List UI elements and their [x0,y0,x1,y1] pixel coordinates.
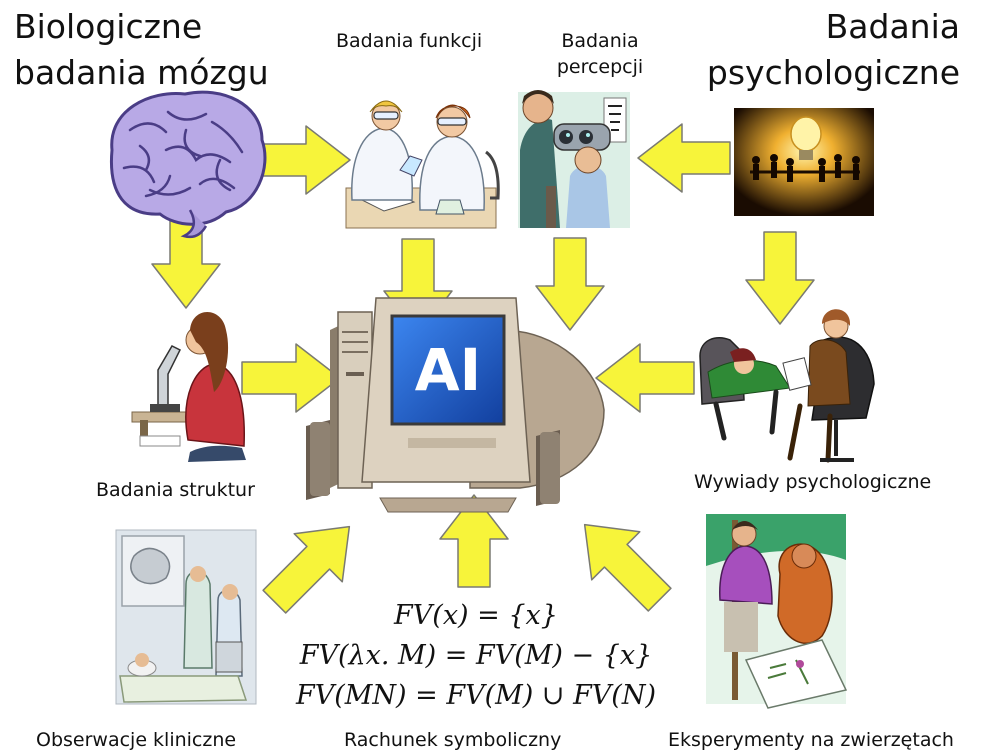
heading-psychological: Badania psychologiczne [707,4,960,96]
arrow-perception-to-ai [535,237,605,331]
caption-structures: Badania struktur [96,479,255,501]
heading-psychological-line2: psychologiczne [706,53,960,92]
arrow-brain-to-structures [151,215,221,309]
heading-biological: Biologiczne badania mózgu [14,4,269,96]
arrow-symbolic-to-ai [439,494,509,588]
formula-block: FV(x) = {x} FV(λx. M) = FV(M) − {x} FV(M… [266,596,686,716]
caption-interviews: Wywiady psychologiczne [694,471,932,493]
formula-line-2: FV(λx. M) = FV(M) − {x} [299,640,653,671]
lightbulb-illustration [734,108,874,216]
heading-biological-line2: badania mózgu [14,53,269,92]
arrow-clinical-to-ai [262,525,351,614]
arrow-brain-to-function [257,125,351,195]
caption-symbolic: Rachunek symboliczny [344,729,562,751]
microscope-illustration [131,312,246,462]
ai-screen-label: AI [414,336,482,404]
label-perception-line1: Badania [561,30,639,52]
caption-animals: Eksperymenty na zwierzętach [668,729,954,751]
formula-line-3: FV(MN) = FV(M) ∪ FV(N) [295,680,657,711]
scientists-illustration [345,100,500,229]
computer-illustration [306,297,605,513]
brain-illustration [109,90,267,239]
heading-psychological-line1: Badania [825,7,960,46]
interview-illustration [699,309,875,463]
formula-line-1: FV(x) = {x} [394,600,558,631]
label-function-research: Badania funkcji [336,30,483,52]
clinical-illustration [115,529,257,705]
arrow-animals-to-ai [583,523,672,612]
label-perception-research: Badania percepcji [540,28,660,80]
animal-experiment-illustration [706,514,848,709]
label-perception-line2: percepcji [556,56,644,78]
arrow-structures-to-ai [241,343,341,413]
heading-biological-line1: Biologiczne [14,7,203,46]
eye-exam-illustration [518,90,630,228]
arrows [151,123,815,614]
arrow-interviews-to-ai [595,343,695,413]
arrow-psych-to-interviews [745,231,815,325]
arrow-psych-to-perception [637,123,731,193]
caption-clinical: Obserwacje kliniczne [36,729,237,751]
